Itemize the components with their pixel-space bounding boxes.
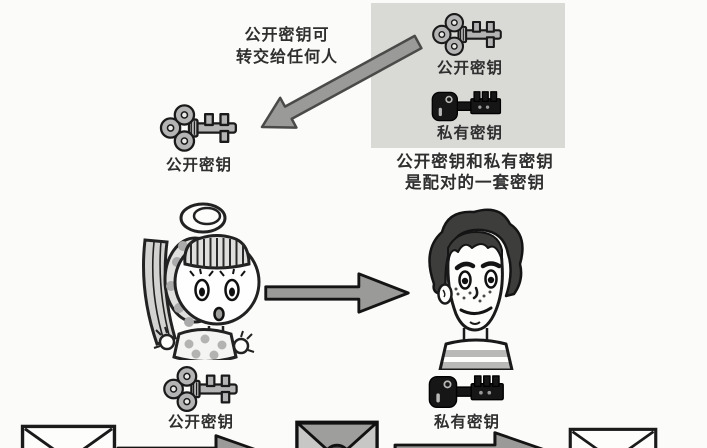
box-private-key-label: 私有密钥 [436,125,503,142]
box-public-key-label: 公开密钥 [436,60,503,77]
pair-note: 公开密钥和私有密钥 是配对的一套密钥 [378,152,572,194]
pair-note-line1: 公开密钥和私有密钥 [396,153,554,171]
private-key-icon [428,375,505,409]
arrow-right-icon [116,434,270,448]
envelope-icon [20,424,117,448]
private-key-icon [431,90,502,122]
arrow-right-icon [264,272,410,314]
transfer-note-line2: 转交给任何人 [235,49,338,66]
public-key-icon [432,13,502,56]
key-pair-box: 公开密钥 私有密钥 [371,3,565,148]
public-key-icon [159,104,238,152]
arrow-right-icon [393,431,550,448]
envelope-icon [568,427,658,448]
public-key-icon [163,366,238,412]
transfer-note-line1: 公开密钥可 [244,27,330,44]
arrow-down-left-icon [260,34,423,129]
transfer-note: 公开密钥可 转交给任何人 [226,25,348,69]
man-avatar [428,208,524,370]
receiver-key-label: 私有密钥 [433,414,500,431]
sealed-envelope-icon [295,420,379,448]
transferred-key-label: 公开密钥 [165,157,232,174]
girl-avatar [142,202,261,360]
pair-note-line2: 是配对的一套密钥 [405,174,545,192]
sender-key-label: 公开密钥 [167,414,234,431]
